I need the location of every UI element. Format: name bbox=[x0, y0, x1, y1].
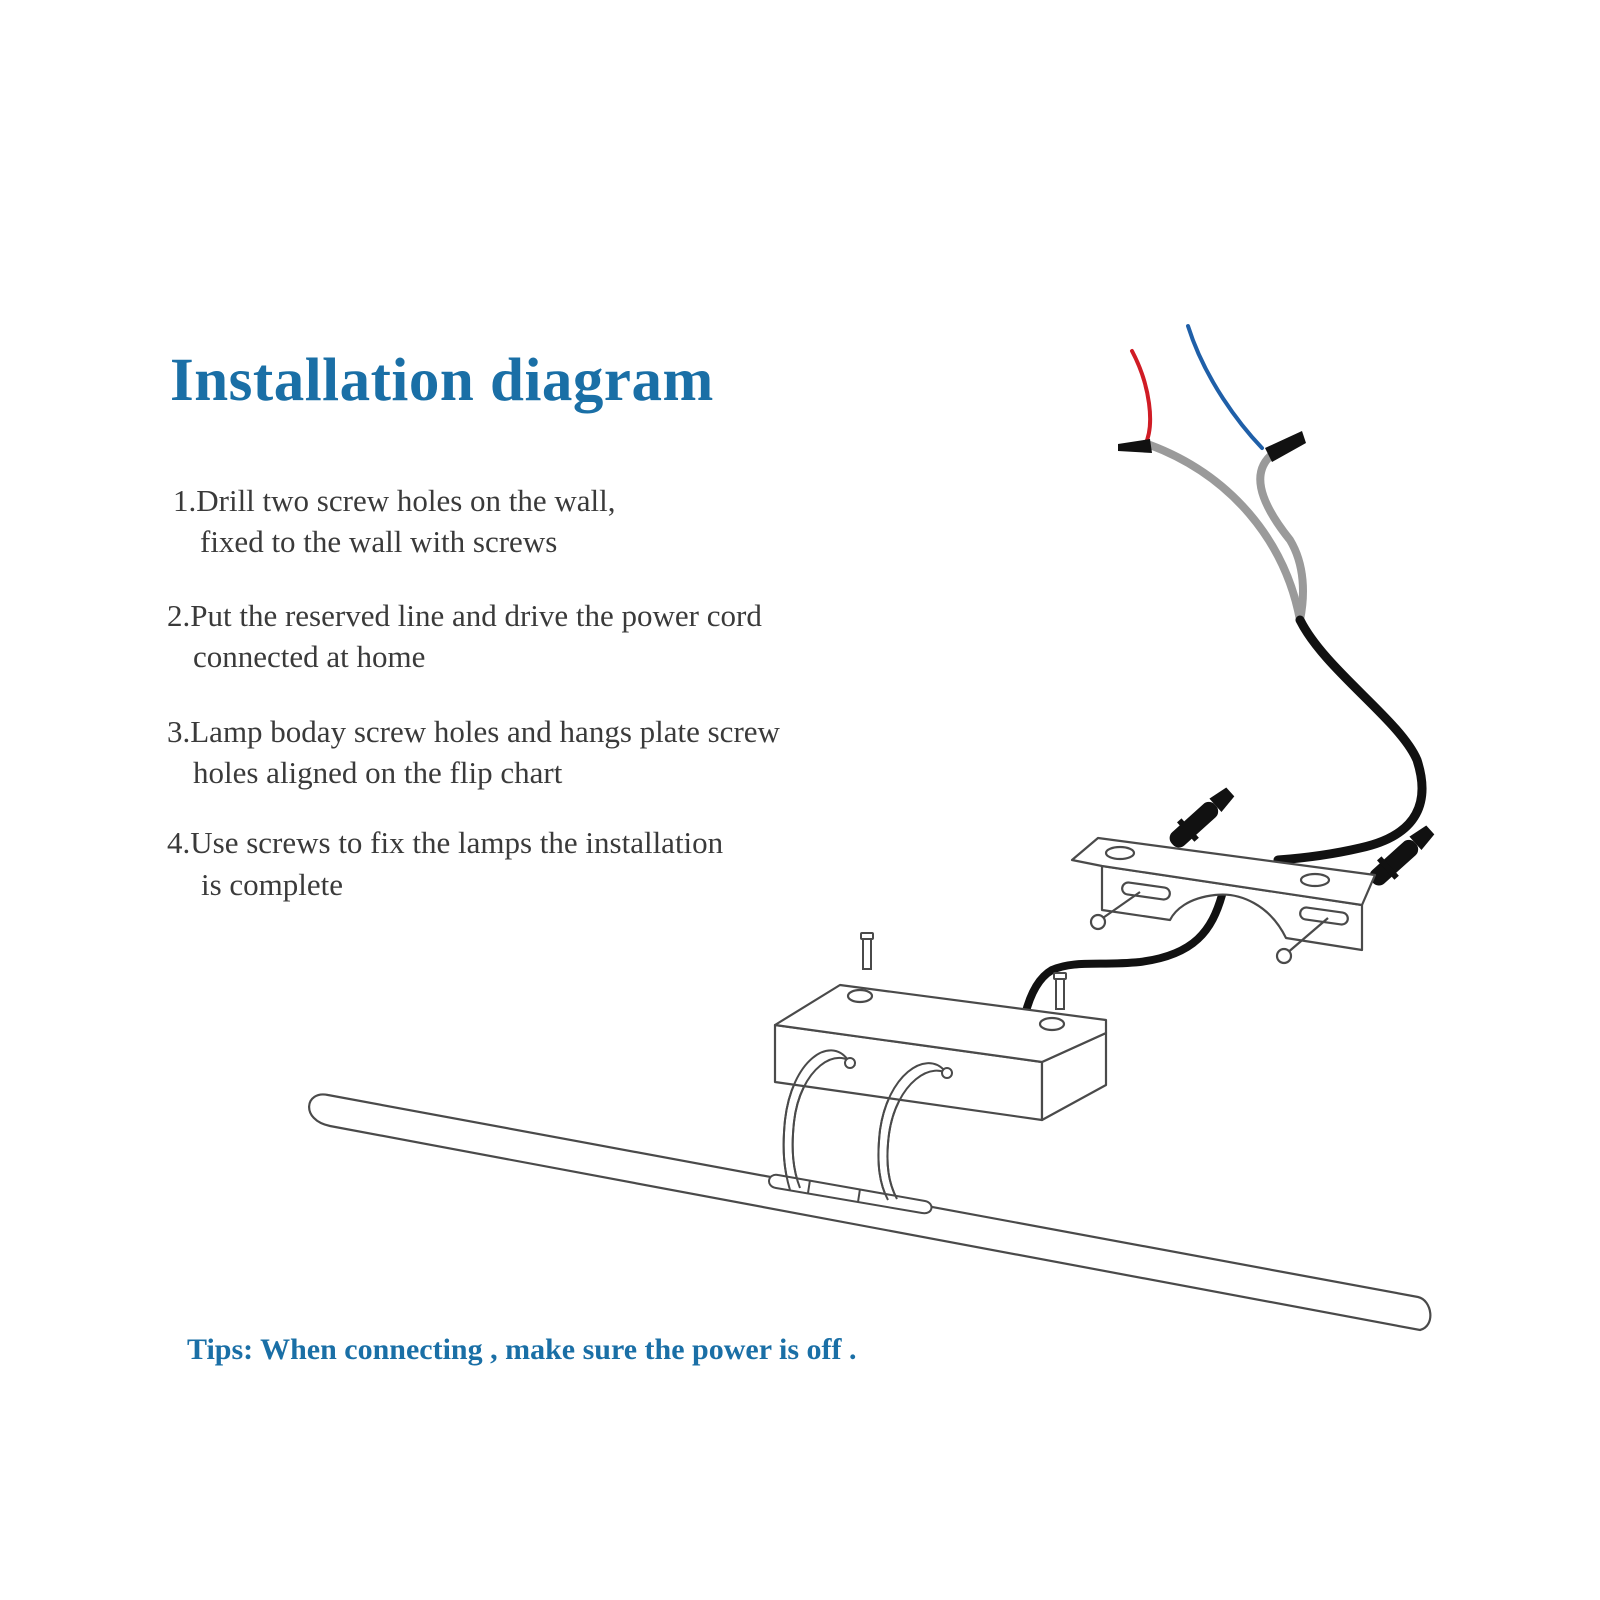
lamp-box-top-face bbox=[773, 983, 1108, 1064]
lamp-arms-front bbox=[782, 1049, 953, 1201]
gray-sheath-right bbox=[1256, 448, 1307, 624]
step-4-line-1: 4.Use screws to fix the lamps the instal… bbox=[167, 825, 724, 860]
step-2-line-2: connected at home bbox=[193, 639, 426, 674]
step-2-line-1: 2.Put the reserved line and drive the po… bbox=[167, 598, 762, 633]
plate-bolt-2 bbox=[1285, 917, 1329, 955]
lamp-clip bbox=[768, 1173, 933, 1215]
wire-connector-right bbox=[1265, 431, 1306, 462]
safety-tip: Tips: When connecting , make sure the po… bbox=[187, 1333, 857, 1366]
lamp-bar bbox=[308, 1093, 1432, 1332]
wire-connectors bbox=[1118, 431, 1306, 462]
wall-plug-2 bbox=[1369, 825, 1435, 886]
plate-bolt-1 bbox=[1099, 891, 1141, 921]
lamp-box-screw-hole-2 bbox=[1038, 1016, 1066, 1032]
plate-screw-hole-1 bbox=[1104, 845, 1136, 861]
step-3-line-1: 3.Lamp boday screw holes and hangs plate… bbox=[167, 714, 780, 749]
mounting-plate-front-face bbox=[1100, 864, 1364, 952]
red-live-wire bbox=[1130, 349, 1153, 447]
step-3-line-2: holes aligned on the flip chart bbox=[193, 755, 563, 790]
step-4-line-2: is complete bbox=[201, 867, 344, 902]
plate-screw-hole-2 bbox=[1299, 872, 1331, 888]
step-1-line-1: 1.Drill two screw holes on the wall, bbox=[173, 483, 616, 518]
step-1-line-2: fixed to the wall with screws bbox=[200, 524, 558, 559]
power-cord bbox=[1273, 615, 1427, 865]
screw-2 bbox=[1053, 972, 1067, 1010]
gray-sheath-left bbox=[1146, 441, 1304, 624]
mounting-plate-top-face bbox=[1070, 836, 1377, 907]
installation-steps: 1.Drill two screw holes on the wall, fix… bbox=[0, 0, 880, 1000]
blue-neutral-wire bbox=[1186, 324, 1264, 450]
wall-plug-1 bbox=[1169, 787, 1235, 848]
wall-mounting-plate bbox=[1070, 836, 1377, 965]
screw-1 bbox=[860, 932, 874, 970]
diagram-title: Installation diagram bbox=[170, 347, 714, 414]
lamp-cable bbox=[1021, 891, 1226, 1019]
lamp-box-screw-hole-1 bbox=[846, 988, 874, 1004]
wire-bundle bbox=[1021, 324, 1427, 1019]
wire-connector-left bbox=[1118, 439, 1152, 453]
